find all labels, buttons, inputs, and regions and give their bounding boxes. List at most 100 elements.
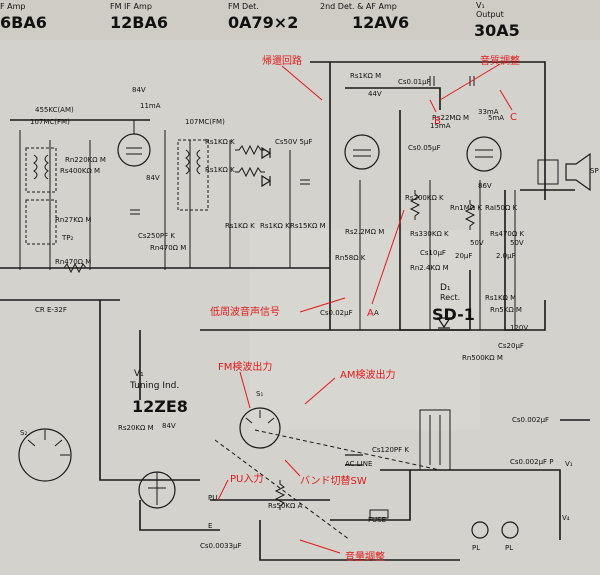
tube-12av6-symbol	[344, 134, 380, 170]
component-label: Cs0.02μF	[320, 309, 353, 317]
stage-prefix-5: V₁	[476, 1, 485, 10]
component-label: Cs10μF	[420, 249, 446, 257]
tuning-prefix: V₁	[134, 369, 144, 379]
component-label: PL	[472, 544, 480, 552]
tube-30a5-symbol	[466, 136, 502, 172]
component-label: Cs0.01μF	[398, 78, 431, 86]
stage-tube-1: 6BA6	[0, 13, 47, 32]
component-label: 107MC(FM)	[185, 118, 225, 126]
component-label: V₁	[565, 460, 573, 468]
component-label: S₁	[256, 390, 263, 398]
component-label: 86V	[478, 182, 492, 190]
component-label: 84V	[132, 86, 146, 94]
component-label: Rs1KΩ K	[205, 166, 235, 174]
stage-role-3: FM Det.	[228, 2, 259, 11]
component-label: Rn220KΩ M	[65, 156, 106, 164]
tubes	[117, 120, 502, 509]
annotations: 帰還回路 音質調整 B C A 低周波音声信号 FM検波出力 AM検波出力 PU…	[210, 54, 520, 563]
component-label: Rs22MΩ M	[432, 114, 469, 122]
component-label: Rs1KΩ K	[205, 138, 235, 146]
component-label: PU	[208, 494, 217, 502]
component-label: Rs200KΩ K	[405, 194, 444, 202]
component-label: AC LINE	[345, 460, 372, 468]
component-label: 107MC(FM)	[30, 118, 70, 126]
rect-tube: SD-1	[432, 305, 475, 324]
component-label: PL	[505, 544, 513, 552]
component-label: A	[374, 309, 379, 317]
component-label: Rs20KΩ M	[118, 424, 154, 432]
annotation-feedback: 帰還回路	[262, 54, 302, 67]
component-label: Rn5KΩ M	[490, 306, 522, 314]
component-label: E	[208, 522, 212, 530]
stage-tube-2: 12BA6	[110, 13, 168, 32]
component-label: Rs2.2MΩ M	[345, 228, 384, 236]
annotation-band: バンド切替SW	[300, 474, 367, 487]
component-label: RaI50Ω K	[485, 204, 518, 212]
component-label: Rs1KΩ K	[225, 222, 255, 230]
annotation-tone: 音質調整	[480, 54, 520, 67]
component-label: 44V	[368, 90, 382, 98]
component-label: Rn2.4KΩ M	[410, 264, 449, 272]
annotation-fmdet: FM検波出力	[218, 360, 272, 373]
component-label: Cs120PF K	[372, 446, 409, 454]
stage-role-5: Output	[476, 10, 504, 19]
component-label: Cs0.05μF	[408, 144, 441, 152]
component-label: Rn27KΩ M	[55, 216, 91, 224]
if-transformers	[25, 139, 209, 245]
component-label: FUSE	[368, 516, 386, 524]
annotation-pu: PU入力	[230, 472, 263, 485]
component-label: 15mA	[430, 122, 451, 130]
component-label: S₂	[20, 429, 27, 437]
tuning-role: Tuning Ind.	[129, 381, 179, 391]
stage-role-1: F Amp	[0, 2, 26, 11]
component-label: 5mA	[488, 114, 504, 122]
rect-prefix: D₁	[440, 283, 451, 293]
annotation-b: B	[434, 116, 441, 127]
stage-role-2: FM IF Amp	[110, 2, 152, 11]
component-label: Rn58Ω K	[335, 254, 366, 262]
component-labels: 455KC(AM) 107MC(FM) 107MC(FM) Rn220KΩ M …	[20, 72, 599, 552]
stage-role-4: 2nd Det. & AF Amp	[320, 2, 397, 11]
component-label: 2.0μF	[496, 252, 516, 260]
component-label: Cs0.002μF	[512, 416, 549, 424]
component-label: 50V	[510, 239, 524, 247]
component-label: 120V	[510, 324, 528, 332]
component-label: Rn1MΩ K	[450, 204, 482, 212]
component-label: Cs0.002μF P	[510, 458, 554, 466]
component-label: Cs0.0033μF	[200, 542, 242, 550]
annotation-a: A	[367, 308, 374, 319]
wiring	[0, 61, 590, 561]
stage-tube-5: 30A5	[474, 21, 520, 40]
component-label: SP	[590, 167, 599, 175]
passives	[18, 76, 591, 539]
component-label: V₄	[562, 514, 570, 522]
component-label: Rs1KΩ M	[350, 72, 381, 80]
component-label: Rn470Ω M	[55, 258, 91, 266]
component-label: TP₂	[61, 234, 73, 242]
component-label: Rs15KΩ M	[290, 222, 326, 230]
component-label: Cs250PF K	[138, 232, 175, 240]
component-label: Rn470Ω M	[150, 244, 186, 252]
annotation-c: C	[510, 112, 517, 123]
component-label: Rs470Ω K	[490, 230, 524, 238]
component-label: Rs400KΩ M	[60, 167, 100, 175]
component-label: 455KC(AM)	[35, 106, 74, 114]
component-label: 33mA	[478, 108, 499, 116]
stage-tube-3: 0A79×2	[228, 13, 298, 32]
component-label: CR E-32F	[35, 306, 67, 314]
component-label: 84V	[162, 422, 176, 430]
component-label: Rs1KΩ M	[485, 294, 516, 302]
component-label: 20μF	[455, 252, 472, 260]
annotation-volume: 音量調整	[345, 550, 385, 563]
component-label: Rn500KΩ M	[462, 354, 503, 362]
component-label: 11mA	[140, 102, 161, 110]
annotation-lowfreq: 低周波音声信号	[210, 305, 280, 318]
component-label: Rs1KΩ K	[260, 222, 290, 230]
component-label: Rs50KΩ A	[268, 502, 303, 510]
stage-tube-4: 12AV6	[352, 13, 409, 32]
component-label: 50V	[470, 239, 484, 247]
rect-role: Rect.	[440, 293, 460, 302]
component-label: 84V	[146, 174, 160, 182]
component-label: Cs50V 5μF	[275, 138, 312, 146]
